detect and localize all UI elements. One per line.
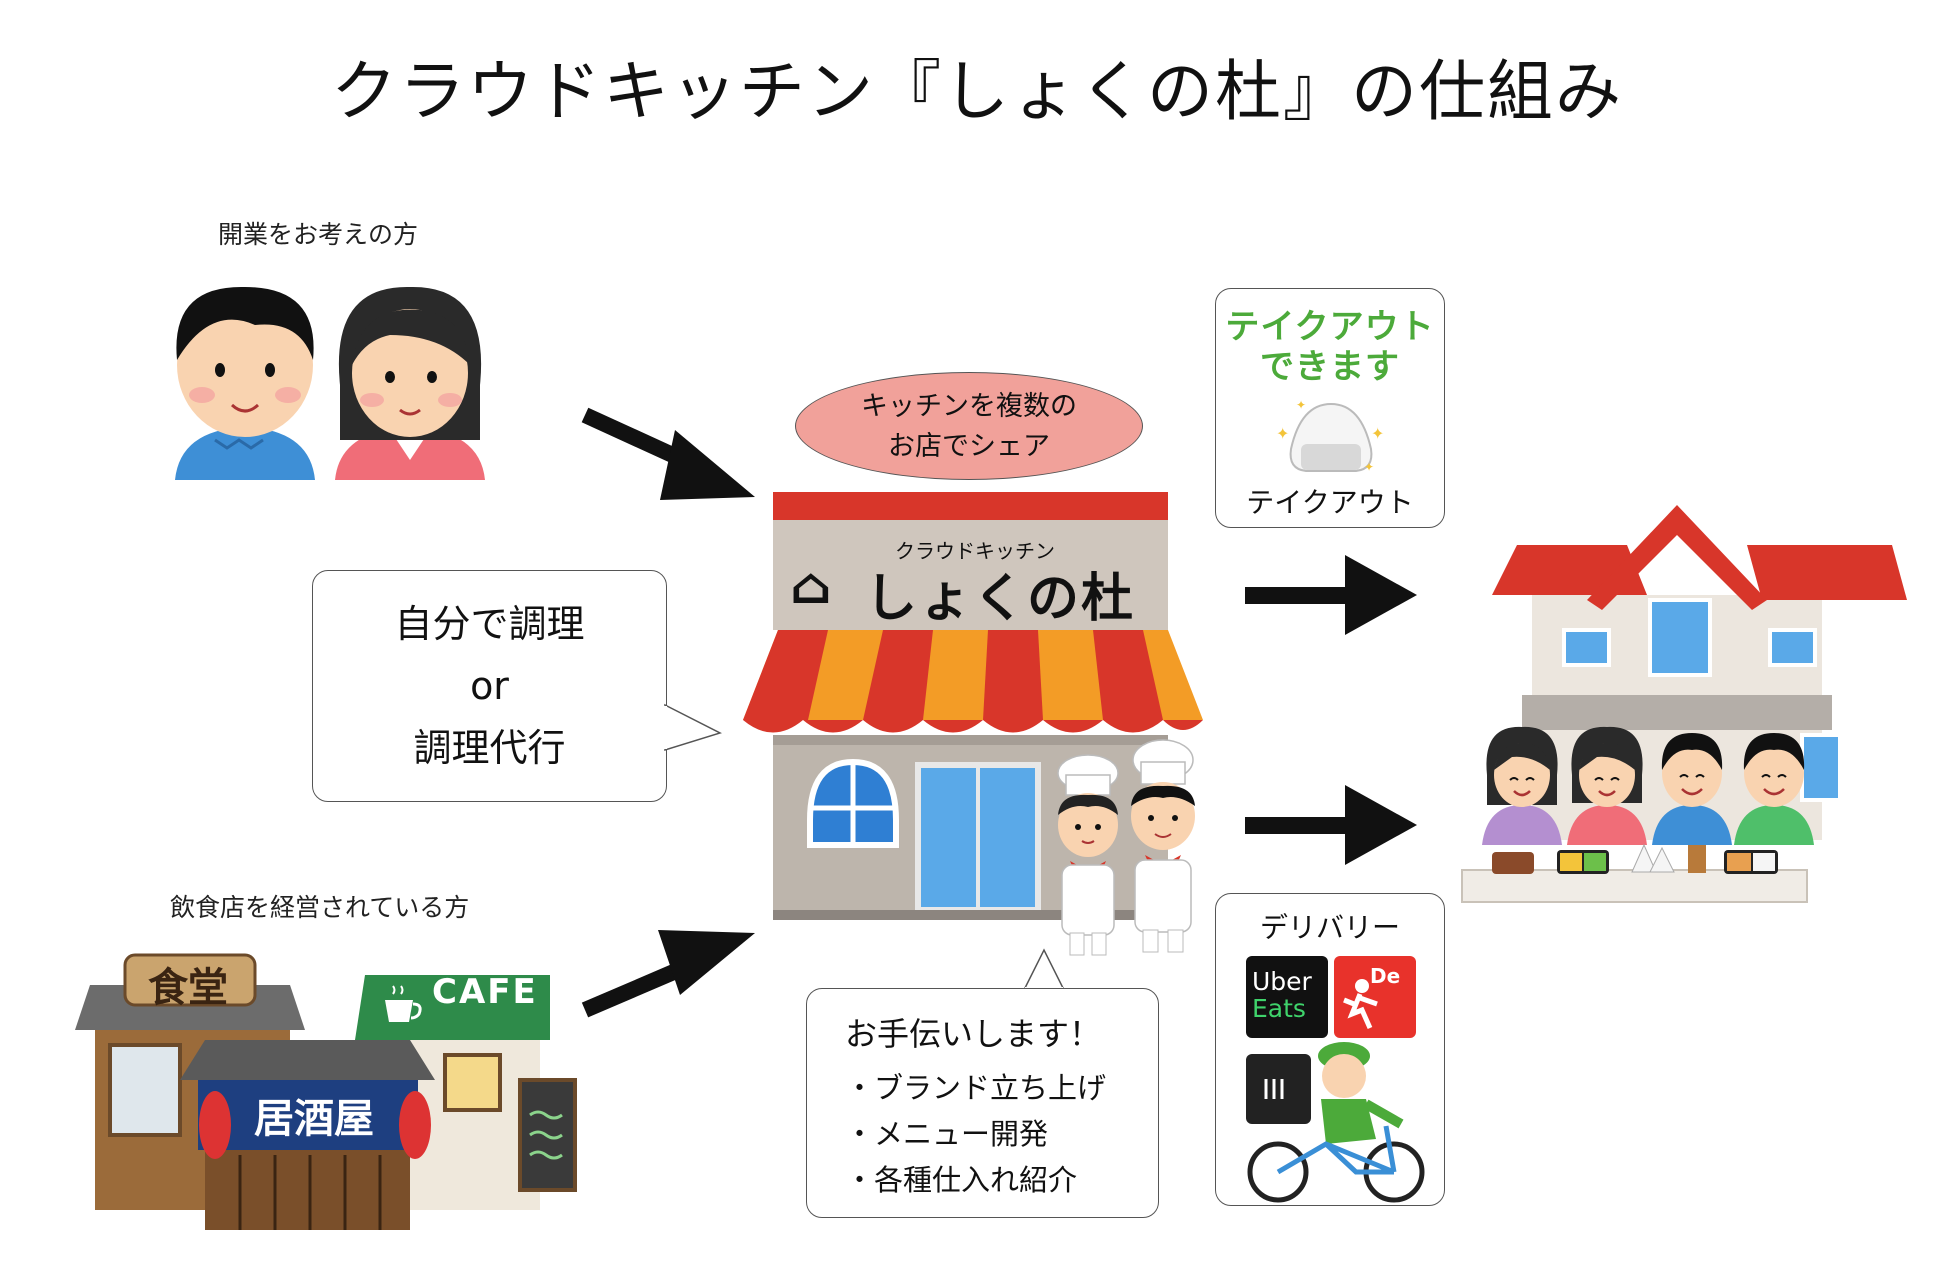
kitchen-sign-subtitle: クラウドキッチン (895, 539, 1055, 563)
page-title: クラウドキッチン『しょくの杜』の仕組み (331, 53, 1623, 130)
arrow-takeout-to-house (1245, 555, 1417, 635)
delivery-card: デリバリー Uber Eats De (1215, 893, 1445, 1206)
kitchen-logo-icon: ⌂ (790, 556, 832, 615)
onigiri-icon: ✦ ✦ ✦ ✦ (1276, 398, 1384, 474)
uber-eats-logo: Uber Eats (1246, 956, 1328, 1038)
lantern-right-icon (399, 1091, 431, 1159)
cook-bubble-tail (663, 703, 722, 752)
cafe-sign: CAFE (432, 972, 538, 1012)
svg-text:✦: ✦ (1364, 460, 1374, 474)
cook-option-proxy: 調理代行 (413, 726, 566, 770)
help-bubble-tail (1022, 948, 1066, 991)
family-member-1-icon (1482, 726, 1562, 845)
man-face-icon (175, 286, 315, 480)
izakaya-sign: 居酒屋 (254, 1096, 374, 1142)
share-bubble-line2: お店でシェア (888, 431, 1050, 462)
svg-text:✦: ✦ (1371, 424, 1384, 443)
takeout-card: テイクアウト できます ✦ ✦ ✦ ✦ テイクアウト (1215, 288, 1445, 528)
svg-text:✦: ✦ (1296, 398, 1306, 412)
share-bubble-line1: キッチンを複数の (861, 391, 1077, 422)
demaekan-logo: De (1334, 956, 1416, 1038)
house-family-illustration (1461, 505, 1907, 903)
restaurants-illustration (75, 953, 577, 1230)
takeout-label: テイクアウト (1246, 486, 1414, 519)
family-member-4-icon (1734, 733, 1814, 845)
lantern-left-icon (199, 1091, 231, 1159)
cook-option-self: 自分で調理 (394, 602, 585, 646)
bento-food-icons (1492, 843, 1778, 874)
help-title: お手伝いします！ (845, 1015, 1102, 1053)
woman-face-icon (335, 286, 485, 480)
takeout-sticker-line1: テイクアウト (1225, 307, 1435, 347)
arrow-delivery-to-house (1245, 785, 1417, 865)
family-member-2-icon (1567, 726, 1647, 845)
share-kitchen-bubble: キッチンを複数の お店でシェア (795, 372, 1143, 480)
arrow-owners-to-kitchen (581, 407, 755, 500)
svg-text:✦: ✦ (1276, 424, 1289, 443)
label-prospective-owners: 開業をお考えの方 (218, 220, 419, 249)
label-restaurant-owners: 飲食店を経営されている方 (170, 893, 470, 922)
help-bubble: お手伝いします！ ・ブランド立ち上げ ・メニュー開発 ・各種仕入れ紹介 (806, 988, 1159, 1218)
shokudo-sign: 食堂 (148, 965, 228, 1011)
chef-woman-icon (1057, 754, 1119, 956)
chef-man-icon (1131, 739, 1195, 953)
help-item-supply: ・各種仕入れ紹介 (845, 1163, 1078, 1197)
izakaya-shop-icon (180, 1040, 435, 1230)
takeout-sticker-line2: できます (1260, 347, 1400, 387)
arrow-restaurants-to-kitchen (581, 930, 755, 1018)
kitchen-building-illustration (743, 492, 1203, 956)
kitchen-sign-name: しょくの杜 (865, 568, 1136, 629)
cook-option-or: or (470, 664, 509, 708)
prospective-owners-illustration (175, 286, 485, 480)
cook-options-bubble: 自分で調理 or 調理代行 (312, 570, 667, 802)
delivery-courier-icon (1246, 1042, 1425, 1203)
family-member-3-icon (1652, 733, 1732, 845)
delivery-label: デリバリー (1259, 911, 1400, 944)
help-item-brand: ・ブランド立ち上げ (845, 1071, 1107, 1105)
coffee-cup-icon (385, 985, 422, 1022)
help-item-menu: ・メニュー開発 (845, 1117, 1049, 1151)
